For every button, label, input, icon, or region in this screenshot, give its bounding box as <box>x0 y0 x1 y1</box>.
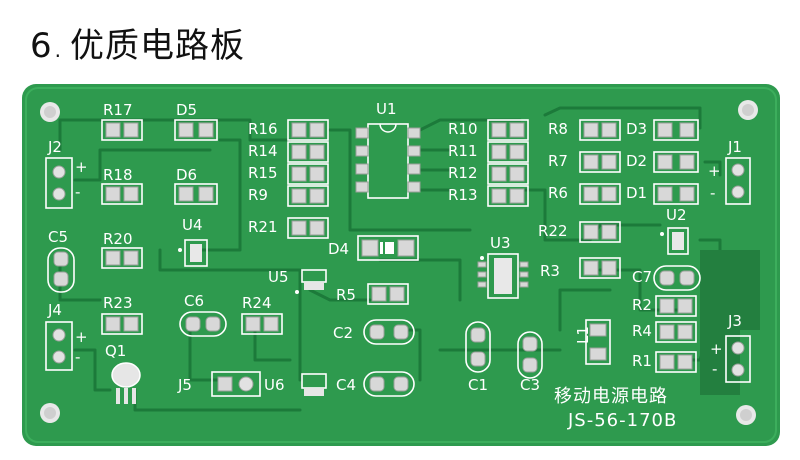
label-u2: U2 <box>666 206 687 224</box>
label-d1: D1 <box>626 184 647 202</box>
label-u4: U4 <box>182 216 203 234</box>
label-r3: R3 <box>540 262 560 280</box>
label-r7: R7 <box>548 152 568 170</box>
label-u1: U1 <box>376 100 397 118</box>
label-r5: R5 <box>336 286 356 304</box>
label-j5: J5 <box>177 376 192 394</box>
label-c3: C3 <box>520 376 540 394</box>
label-r13: R13 <box>448 186 478 204</box>
j2-minus: - <box>75 183 80 201</box>
label-r4: R4 <box>632 322 652 340</box>
board-code: JS-56-170B <box>567 410 677 431</box>
label-r1: R1 <box>632 352 652 370</box>
label-r10: R10 <box>448 120 478 138</box>
j2-plus: + <box>75 158 88 176</box>
board-name: 移动电源电路 <box>554 386 668 407</box>
label-j1: J1 <box>727 138 742 156</box>
copper-pour <box>700 250 760 395</box>
label-r6: R6 <box>548 184 568 202</box>
j3-minus: - <box>712 360 717 378</box>
label-r17: R17 <box>103 101 133 119</box>
label-r21: R21 <box>248 218 278 236</box>
label-r2: R2 <box>632 296 652 314</box>
j3-plus: + <box>710 340 723 358</box>
label-q1: Q1 <box>105 342 126 360</box>
label-r11: R11 <box>448 142 478 160</box>
label-c1: C1 <box>468 376 488 394</box>
label-c4: C4 <box>336 376 356 394</box>
label-c2: C2 <box>333 324 353 342</box>
label-j2: J2 <box>47 138 62 156</box>
label-r12: R12 <box>448 164 478 182</box>
j1-plus: + <box>708 162 721 180</box>
label-j4: J4 <box>47 301 62 319</box>
j4-plus: + <box>75 328 88 346</box>
label-u3: U3 <box>490 234 511 252</box>
j1-minus: - <box>710 184 715 202</box>
heading-number: 6 <box>30 26 53 66</box>
label-r16: R16 <box>248 120 278 138</box>
label-c7: C7 <box>632 268 652 286</box>
label-r20: R20 <box>103 230 133 248</box>
label-d2: D2 <box>626 152 647 170</box>
label-c6: C6 <box>184 292 204 310</box>
label-r14: R14 <box>248 142 278 160</box>
label-r9: R9 <box>248 186 268 204</box>
label-c5: C5 <box>48 228 68 246</box>
label-r23: R23 <box>103 294 133 312</box>
j2-outline <box>45 157 73 209</box>
label-r8: R8 <box>548 120 568 138</box>
label-u6: U6 <box>264 376 285 394</box>
heading-dot: . <box>54 38 62 62</box>
j4-minus: - <box>75 348 80 366</box>
page-heading: 6. 优质电路板 <box>30 18 245 67</box>
label-r15: R15 <box>248 164 278 182</box>
copper-traces <box>58 106 737 412</box>
mounting-holes <box>40 100 758 425</box>
label-d5: D5 <box>176 101 197 119</box>
pcb-edge <box>25 87 777 443</box>
label-d3: D3 <box>626 120 647 138</box>
label-u5: U5 <box>268 268 289 286</box>
label-j3: J3 <box>727 312 742 330</box>
heading-title: 优质电路板 <box>70 26 245 66</box>
label-d6: D6 <box>176 166 197 184</box>
label-r18: R18 <box>103 166 133 184</box>
label-r24: R24 <box>242 294 272 312</box>
label-d4: D4 <box>328 240 349 258</box>
label-r22: R22 <box>538 222 568 240</box>
label-l1: L1 <box>574 326 592 344</box>
